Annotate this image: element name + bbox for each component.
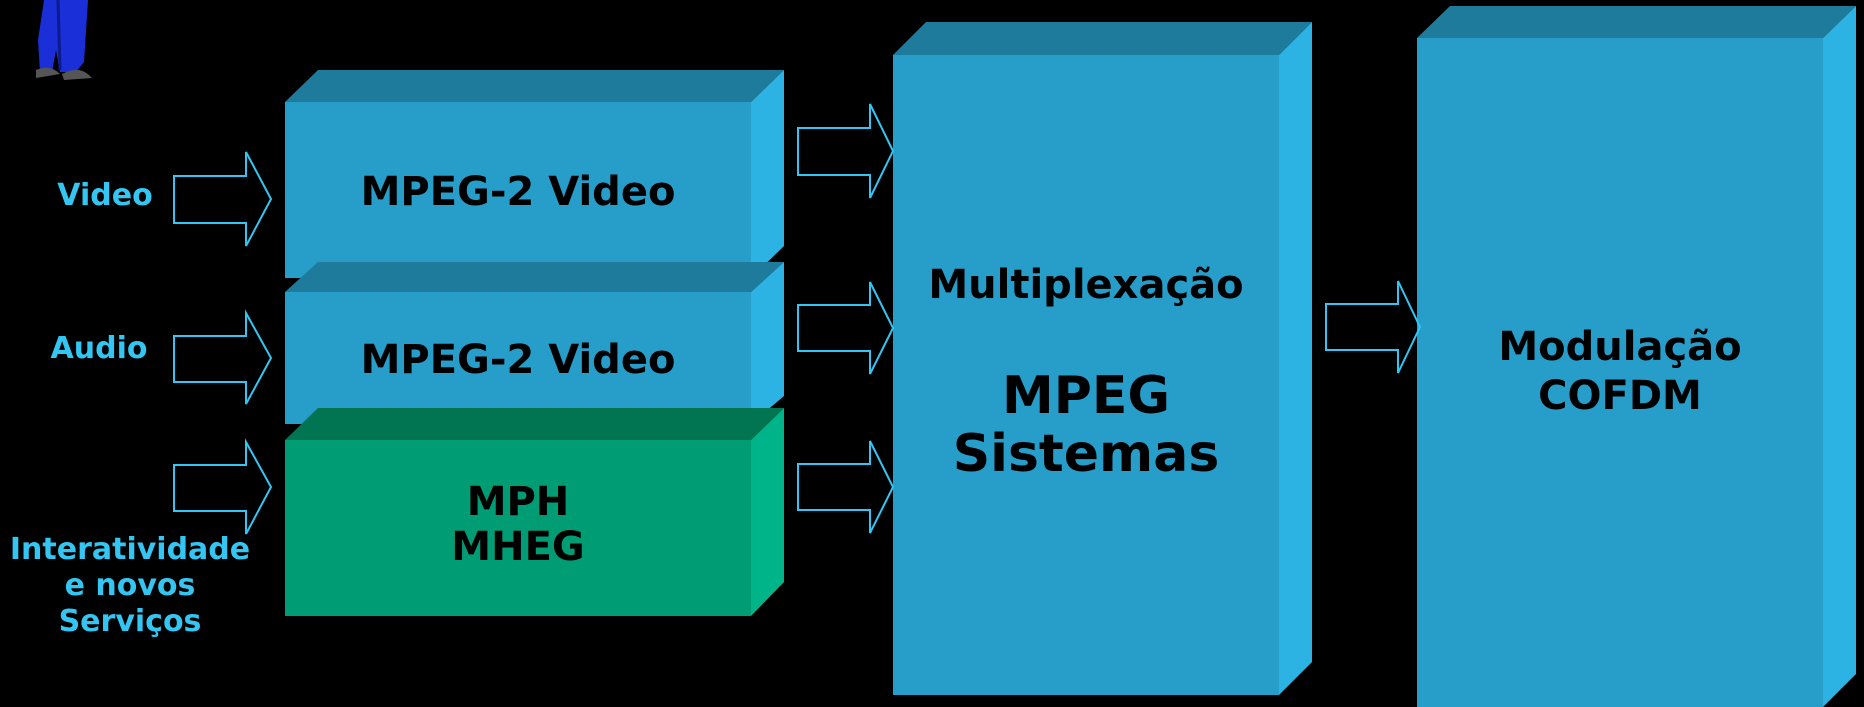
multiplexer-subtitle: MPEG Sistemas xyxy=(893,366,1279,485)
modulator-label-line1: Modulação xyxy=(1498,324,1742,370)
input-label-audio: Audio xyxy=(50,331,148,366)
multiplexer-box xyxy=(893,22,1312,695)
multiplexer-title: Multiplexação xyxy=(928,262,1244,308)
arrow-video-to-encoder xyxy=(173,151,273,247)
arrow-encoder1-to-multiplexer xyxy=(797,103,895,199)
encoder-box-data xyxy=(285,408,784,616)
input-label-interactivity-line3: Serviços xyxy=(58,604,202,639)
modulator-label-line2: COFDM xyxy=(1538,372,1702,419)
input-label-interactivity: Interatividade e novos Serviços xyxy=(0,532,260,640)
input-label-video: Video xyxy=(57,178,153,213)
encoder-label-audio: MPEG-2 Video xyxy=(360,337,676,383)
modulator-box xyxy=(1417,6,1856,707)
encoder-label-data-line1: MPH xyxy=(466,479,570,525)
modulator-label: Modulação COFDM xyxy=(1417,323,1823,421)
encoder-box-audio xyxy=(285,262,784,424)
arrow-interactivity-to-encoder xyxy=(173,438,273,535)
input-label-interactivity-line2: e novos xyxy=(64,568,196,603)
multiplexer-subtitle-line1: MPEG xyxy=(1001,366,1171,426)
arrow-multiplexer-to-modulator xyxy=(1325,280,1422,374)
person-legs-icon xyxy=(36,0,92,80)
encoder-label-video: MPEG-2 Video xyxy=(360,169,676,215)
multiplexer-subtitle-line2: Sistemas xyxy=(952,424,1220,485)
arrow-encoder2-to-multiplexer xyxy=(797,281,895,375)
arrow-encoder3-to-multiplexer xyxy=(797,440,895,534)
encoder-label-data-line2: MHEG xyxy=(451,523,585,570)
arrow-audio-to-encoder xyxy=(173,309,273,405)
encoder-box-video xyxy=(285,70,784,278)
input-label-interactivity-line1: Interatividade xyxy=(9,532,251,567)
encoder-label-data: MPH MHEG xyxy=(285,480,751,570)
